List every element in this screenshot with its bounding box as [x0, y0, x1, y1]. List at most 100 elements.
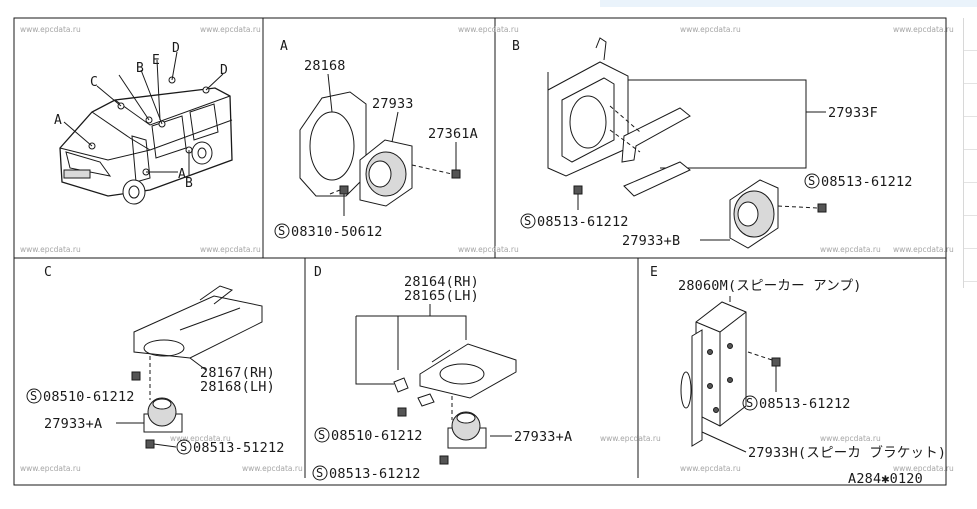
side-table-row[interactable] [964, 117, 977, 150]
callout-label: A [54, 113, 62, 128]
screw-icon [145, 439, 155, 449]
amp-bracket [691, 329, 703, 447]
part-number: 27933+B [622, 233, 680, 249]
watermark: www.epcdata.ru [200, 245, 261, 254]
part-number: 08310-50612 [291, 224, 383, 240]
part-number: 08513-51212 [193, 440, 285, 456]
side-table-row[interactable] [964, 51, 977, 84]
part-number: 08510-61212 [331, 428, 423, 444]
speaker-box [547, 37, 629, 177]
callout-label: B [185, 176, 193, 191]
part-number: 28165(LH) [404, 288, 479, 304]
side-table-row[interactable] [964, 18, 977, 51]
svg-text:S: S [808, 174, 815, 188]
panel-title: C [44, 265, 52, 280]
callout-label: E [152, 53, 160, 68]
speaker-unit [359, 139, 413, 207]
overview-panel: A C B E D D A B [54, 41, 233, 205]
screw-icon [397, 407, 407, 417]
panel-title: B [512, 39, 520, 54]
part-number: 28164(RH) [404, 274, 479, 290]
part-number: 27933H(スピーカ ブラケット) [748, 444, 946, 461]
part-number: 08510-61212 [43, 389, 135, 405]
bracket-bar [621, 107, 691, 163]
screw-icon [131, 371, 141, 381]
watermark: www.epcdata.ru [680, 25, 741, 34]
watermark: www.epcdata.ru [893, 245, 954, 254]
part-number: 27361A [428, 126, 478, 142]
watermark: www.epcdata.ru [680, 464, 741, 473]
clip-icon [393, 377, 435, 407]
panel-d: D 28164(RH) 28165(LH) S [312, 265, 572, 482]
svg-text:S: S [30, 389, 37, 403]
svg-text:S: S [746, 396, 753, 410]
speaker-bracket [133, 285, 263, 359]
screw-icon [439, 455, 449, 465]
screw-icon [817, 203, 827, 213]
svg-text:S: S [524, 214, 531, 228]
bracket-bar [623, 161, 691, 197]
svg-text:S: S [316, 466, 323, 480]
top-bar [600, 0, 977, 7]
svg-text:S: S [318, 428, 325, 442]
part-number: 08513-61212 [537, 214, 629, 230]
svg-text:S: S [180, 440, 187, 454]
callout-label: D [220, 63, 228, 78]
watermark: www.epcdata.ru [893, 25, 954, 34]
part-number: 08513-61212 [821, 174, 913, 190]
screw-symbol: S [804, 173, 820, 189]
watermark: www.epcdata.ru [820, 245, 881, 254]
screw-symbol: S [312, 465, 328, 481]
watermark: www.epcdata.ru [600, 434, 661, 443]
callout-label: B [136, 61, 144, 76]
screw-icon [771, 357, 781, 367]
callout-label: A [178, 167, 186, 182]
watermarks: www.epcdata.ru www.epcdata.ru www.epcdat… [20, 25, 954, 473]
screw-icon [451, 160, 461, 179]
watermark: www.epcdata.ru [893, 464, 954, 473]
part-number: 27933+A [44, 416, 102, 432]
part-number: 27933F [828, 105, 878, 121]
side-table-row[interactable] [964, 183, 977, 216]
part-number: 28167(RH) [200, 365, 275, 381]
watermark: www.epcdata.ru [200, 25, 261, 34]
van-illustration [59, 51, 233, 205]
speaker-bracket [419, 343, 517, 399]
watermark: www.epcdata.ru [20, 245, 81, 254]
callout-label: D [172, 41, 180, 56]
part-number: 08513-61212 [329, 466, 421, 482]
speaker-unit [447, 411, 487, 449]
panel-c: C S 08510-61212 28167(RH) 28168(LH) 27 [26, 265, 285, 456]
svg-text:S: S [278, 224, 285, 238]
speaker-unit [143, 397, 183, 433]
screw-symbol: S [274, 223, 290, 239]
watermark: www.epcdata.ru [458, 25, 519, 34]
screw-symbol: S [520, 213, 536, 229]
screw-icon [573, 185, 583, 210]
panel-title: A [280, 39, 288, 54]
side-table [963, 18, 977, 288]
screw-symbol: S [742, 395, 758, 411]
screw-symbol: S [176, 439, 192, 455]
panel-title: E [650, 265, 658, 280]
side-table-row[interactable] [964, 249, 977, 282]
diagram-frame [13, 17, 947, 486]
diagram-code: A284✱0120 [848, 471, 923, 487]
speaker-unit [729, 179, 779, 249]
part-number: 28168 [304, 58, 346, 74]
side-table-row[interactable] [964, 150, 977, 183]
watermark: www.epcdata.ru [458, 245, 519, 254]
part-number: 27933 [372, 96, 414, 112]
part-number: 28060M(スピーカー アンプ) [678, 278, 862, 294]
screw-symbol: S [314, 427, 330, 443]
side-table-row[interactable] [964, 216, 977, 249]
speaker-amp [680, 301, 747, 427]
part-number: 08513-61212 [759, 396, 851, 412]
side-table-row[interactable] [964, 84, 977, 117]
panel-e: E 28060M(スピーカー アンプ) S 08513-61212 2793 [650, 265, 946, 461]
watermark: www.epcdata.ru [20, 464, 81, 473]
panel-title: D [314, 265, 322, 280]
watermark: www.epcdata.ru [242, 464, 303, 473]
screw-icon [339, 185, 349, 216]
